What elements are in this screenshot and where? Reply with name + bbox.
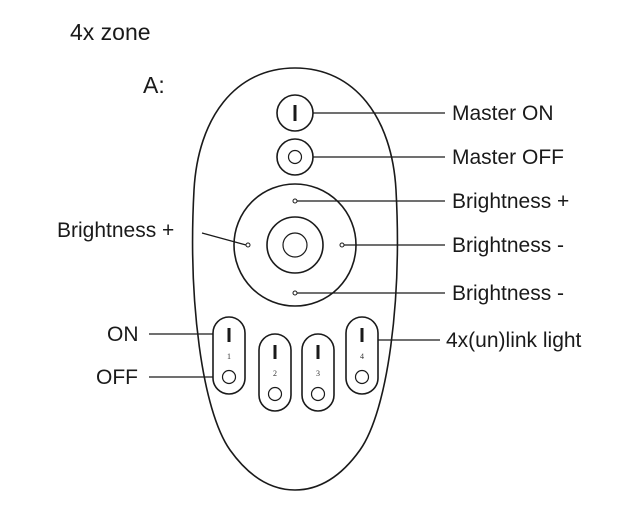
label-brightness-plus-left: Brightness + [57,219,174,242]
brightness-ring[interactable] [233,183,357,307]
zone-2-button[interactable]: 2 [258,333,292,412]
zone-3-button[interactable]: 3 [301,333,335,412]
zone-1-off-icon [221,369,237,385]
label-master-on: Master ON [452,102,554,125]
label-link: 4x(un)link light [446,329,582,352]
leader-brightness-plus-left [201,232,247,246]
zone-3-number: 3 [316,369,320,378]
label-on: ON [107,323,139,346]
zone-4-off-icon [354,369,370,385]
brightness-left-dot[interactable] [245,242,251,248]
zone-1-number: 1 [227,352,231,361]
zone-2-number: 2 [273,369,277,378]
power-off-icon [287,149,303,165]
label-brightness-minus-right: Brightness - [452,234,564,257]
brightness-down-dot[interactable] [292,290,298,296]
master-off-button[interactable] [276,138,314,176]
variant-label: A: [143,72,165,98]
label-brightness-plus-right: Brightness + [452,190,569,213]
remote-body [191,67,399,491]
center-button-icon [282,232,308,258]
zone-4-number: 4 [360,352,364,361]
heading-text: 4x zone [70,19,151,45]
zone-4-button[interactable]: 4 [345,316,379,395]
label-master-off: Master OFF [452,146,564,169]
brightness-up-dot[interactable] [292,198,298,204]
brightness-right-dot[interactable] [339,242,345,248]
zone-2-off-icon [267,386,283,402]
zone-1-button[interactable]: 1 [212,316,246,395]
label-off: OFF [96,366,138,389]
master-on-button[interactable] [276,94,314,132]
label-brightness-minus-bottom: Brightness - [452,282,564,305]
zone-3-off-icon [310,386,326,402]
